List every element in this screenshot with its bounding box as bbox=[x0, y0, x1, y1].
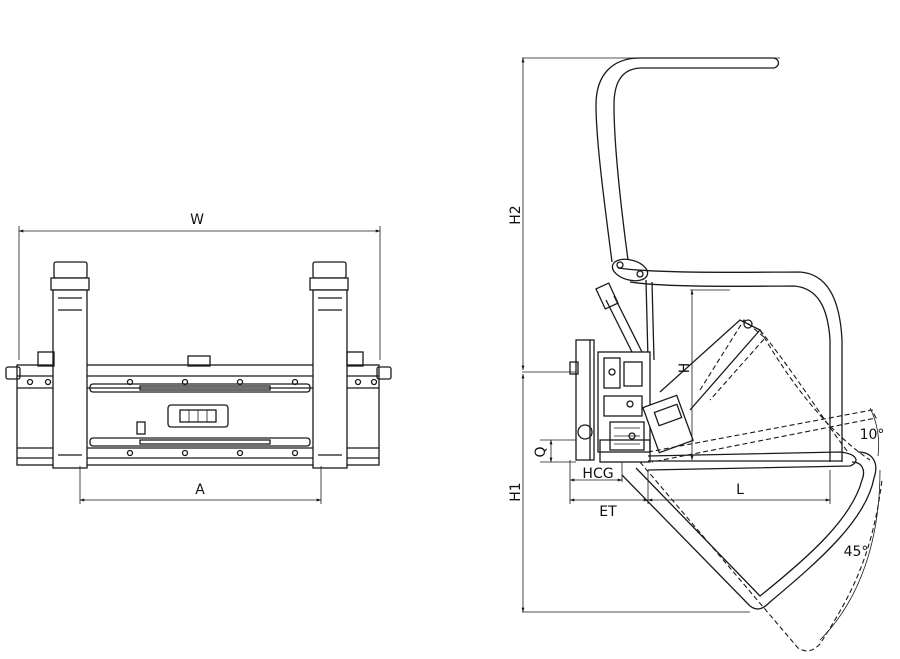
side-view: H2 H1 H Q HCG ET L 10° 45° bbox=[508, 57, 885, 652]
label-et: ET bbox=[599, 504, 617, 520]
tine-45deg bbox=[621, 329, 883, 652]
upper-arm bbox=[595, 57, 843, 462]
label-h: H bbox=[677, 363, 693, 374]
angle-arc-45 bbox=[819, 469, 881, 641]
angle-arc-10 bbox=[869, 407, 880, 457]
side-linkage bbox=[642, 319, 766, 454]
label-hcg: HCG bbox=[582, 466, 613, 482]
right-arm bbox=[309, 261, 364, 469]
dimension-hcg bbox=[569, 460, 623, 504]
label-angle-10: 10° bbox=[860, 427, 885, 443]
side-carriage bbox=[569, 339, 651, 463]
left-arm bbox=[37, 261, 90, 469]
dimension-l bbox=[647, 470, 831, 504]
dimension-et bbox=[569, 470, 649, 504]
label-a: A bbox=[195, 482, 205, 498]
label-q: Q bbox=[533, 446, 549, 457]
dimension-h bbox=[690, 289, 730, 461]
tine-10deg bbox=[647, 329, 877, 463]
label-h1: H1 bbox=[508, 482, 524, 501]
dimension-h1-h2 bbox=[521, 57, 780, 613]
label-h2: H2 bbox=[508, 205, 524, 224]
front-view: W A bbox=[5, 212, 392, 504]
dimension-a bbox=[79, 466, 322, 504]
label-w: W bbox=[190, 212, 204, 228]
label-angle-45: 45° bbox=[844, 544, 869, 560]
dimension-w bbox=[18, 226, 381, 360]
label-l: L bbox=[736, 482, 744, 498]
lower-tine bbox=[647, 451, 857, 471]
